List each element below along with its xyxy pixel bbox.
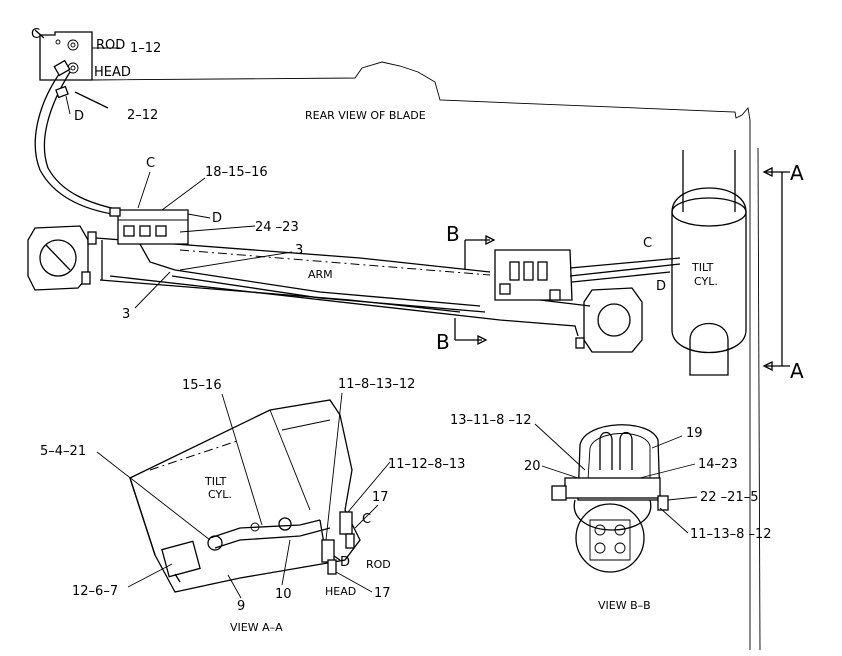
- callout-5-4-21: 5–4–21: [40, 444, 86, 459]
- aa-head-label: HEAD: [325, 585, 356, 598]
- view-b-b: [551, 424, 669, 573]
- callout-12-6-7: 12–6–7: [72, 584, 118, 599]
- right-arm-mount: [575, 287, 643, 353]
- rear-view-of-blade: C ROD HEAD 1–12 REAR VIEW OF BLADE D 2–1…: [27, 27, 804, 651]
- view-b-b-caption: VIEW B–B: [598, 599, 651, 612]
- head-label: HEAD: [94, 65, 131, 80]
- left-arm-mount: [27, 225, 97, 291]
- callout-17-upper: 17: [372, 490, 389, 505]
- right-c-label: C: [643, 236, 652, 251]
- mid-d-label: D: [212, 211, 222, 226]
- aa-tilt-label: TILT: [204, 475, 227, 488]
- view-a-a-caption: VIEW A–A: [230, 621, 283, 634]
- callout-22-21-5: 22 –21–5: [700, 490, 759, 505]
- callout-10: 10: [275, 587, 292, 602]
- callout-13-11-8-12: 13–11–8 –12: [450, 413, 532, 428]
- callout-18-15-16: 18–15–16: [205, 165, 268, 180]
- callout-3-lower: 3: [122, 307, 130, 322]
- right-d-label: D: [656, 279, 666, 294]
- section-a-bottom: A: [790, 359, 804, 383]
- aa-cyl-label: CYL.: [208, 488, 232, 501]
- callout-24-23: 24 –23: [255, 220, 299, 235]
- callout-14-23: 14–23: [698, 457, 738, 472]
- hose-lines-top: [34, 59, 121, 216]
- arm-label: ARM: [308, 268, 333, 281]
- rod-label: ROD: [96, 38, 125, 53]
- callout-9: 9: [237, 599, 245, 614]
- rod-head-port-block: [34, 29, 93, 81]
- section-b-marker-top: [464, 234, 496, 270]
- section-b-top: B: [446, 222, 460, 246]
- section-b-bottom: B: [436, 330, 450, 354]
- tilt-cylinder: [671, 150, 747, 376]
- cyl-label: CYL.: [694, 275, 718, 288]
- callout-3-upper: 3: [295, 243, 303, 258]
- callout-19: 19: [686, 426, 703, 441]
- section-a-top: A: [790, 161, 804, 185]
- aa-c-label: C: [362, 512, 371, 527]
- view-a-a: [129, 399, 361, 593]
- aa-d-label: D: [340, 555, 350, 570]
- aa-rod-label: ROD: [366, 558, 391, 571]
- callout-1-12: 1–12: [130, 41, 161, 56]
- callout-2-12: 2–12: [127, 108, 158, 123]
- callout-20: 20: [524, 459, 541, 474]
- mid-c-label: C: [146, 156, 155, 171]
- section-b-marker-bottom: [454, 318, 488, 346]
- callout-11-8-13-12: 11–8–13–12: [338, 377, 415, 392]
- section-a-marker: [762, 166, 790, 372]
- callout-11-13-8-12: 11–13–8 –12: [690, 527, 772, 542]
- port-c-label: C: [31, 27, 40, 42]
- mid-valve-block: [109, 207, 189, 271]
- tilt-label: TILT: [691, 261, 714, 274]
- port-d-label: D: [74, 109, 84, 124]
- blade-outline: [91, 61, 751, 650]
- callout-11-12-8-13: 11–12–8–13: [388, 457, 465, 472]
- callout-15-16: 15–16: [182, 378, 222, 393]
- callout-17-lower: 17: [374, 586, 391, 601]
- rear-view-title: REAR VIEW OF BLADE: [305, 109, 426, 122]
- right-valve-block: [494, 249, 681, 301]
